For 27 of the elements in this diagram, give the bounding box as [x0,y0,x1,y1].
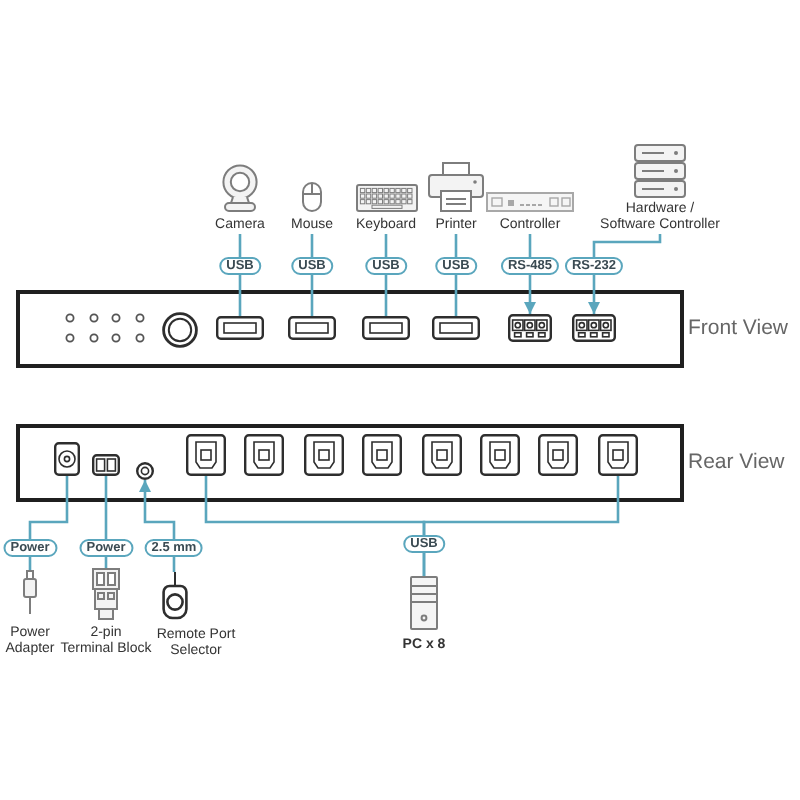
jack-port [136,462,154,480]
terminal-block-port [92,454,120,476]
usb-port [216,316,264,340]
cable-line [238,234,242,316]
usb-b-port [244,434,284,476]
usb-port [362,316,410,340]
cable-line [384,234,388,316]
cable-line [310,234,314,316]
usb-b-port [422,434,462,476]
usb-port [288,316,336,340]
usb-b-port [480,434,520,476]
cable-line [422,476,620,576]
cable-arrow [588,234,662,314]
usb-b-port [538,434,578,476]
usb-b-port [304,434,344,476]
view-title: Front View [688,316,788,340]
cable-line [454,234,458,316]
view-title: Rear View [688,450,785,474]
usb-port [432,316,480,340]
cable-arrow [139,480,176,572]
usb-b-port [598,434,638,476]
power-jack [54,442,80,476]
terminal-port [572,314,616,342]
terminal-port [508,314,552,342]
cable-line [28,476,69,570]
usb-b-port [362,434,402,476]
usb-b-port [186,434,226,476]
